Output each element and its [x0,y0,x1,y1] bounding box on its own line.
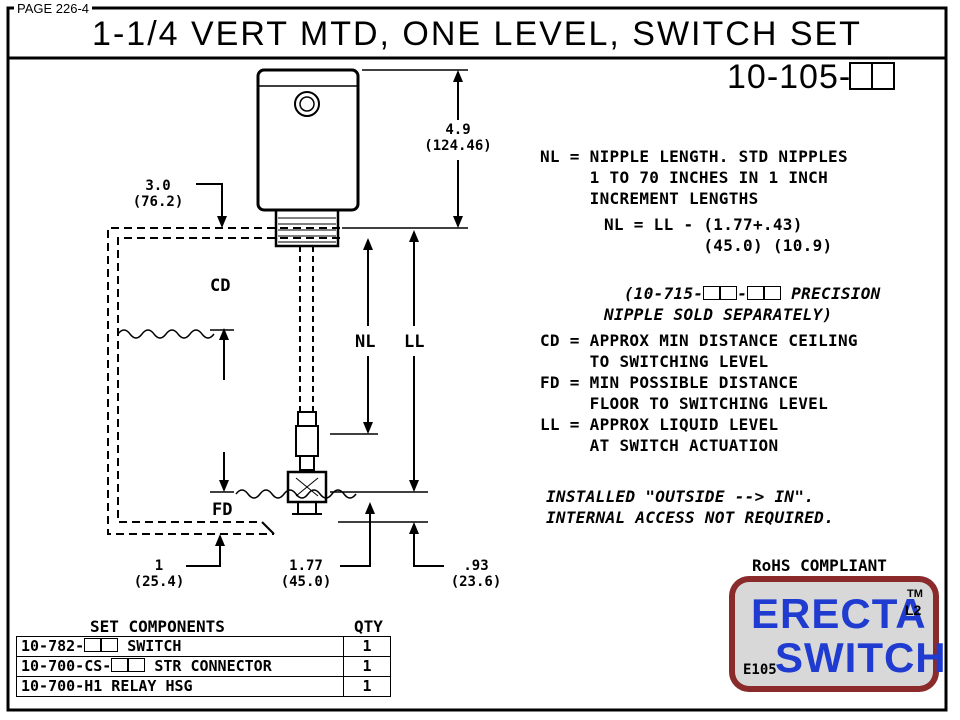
dim-housing-height: 4.9 (124.46) [424,122,492,154]
relay-housing [256,68,360,212]
part-number: 10-105- [727,58,896,97]
ceiling-level-squiggle [117,329,215,339]
dim-floor-min: 1 (25.4) [133,558,185,590]
dim-switch-offset: 1.77 (45.0) [280,558,332,590]
page-title: 1-1/4 VERT MTD, ONE LEVEL, SWITCH SET [92,15,862,53]
note-installed: INSTALLED "OUTSIDE --> IN". INTERNAL ACC… [546,487,835,527]
page-label: PAGE 226-4 [14,1,93,16]
note-formula: NL = LL - (1.77+.43) (45.0) (10.9) [604,215,833,255]
note-ll: LL = APPROX LIQUID LEVEL AT SWITCH ACTUA… [540,415,779,455]
str-connector [297,411,317,427]
dim-ceiling-offset: 3.0 (76.2) [132,178,184,210]
set-components-table: 10-782- SWITCH 1 10-700-CS- STR CONNECTO… [16,636,391,697]
erecta-switch-logo: ERECTA SWITCH TM L2 E105 [729,576,946,692]
housing-port [294,91,320,117]
note-fd: FD = MIN POSSIBLE DISTANCE FLOOR TO SWIT… [540,373,829,413]
label-fd: FD [212,500,233,520]
note-cd: CD = APPROX MIN DISTANCE CEILING TO SWIT… [540,331,858,371]
set-components-header: SET COMPONENTS [90,617,225,636]
table-row: 10-782- SWITCH 1 [16,636,391,657]
dim-bottom-offset: .93 (23.6) [450,558,502,590]
rohs-compliant-label: RoHS COMPLIANT [752,556,887,575]
qty-header: QTY [354,617,383,636]
label-cd: CD [210,276,231,296]
table-row: 10-700-CS- STR CONNECTOR 1 [16,656,391,677]
label-nl: NL [355,332,376,352]
table-row: 10-700-H1 RELAY HSG 1 [16,676,391,697]
switch-level-squiggle [235,489,357,499]
note-nipple-length: NL = NIPPLE LENGTH. STD NIPPLES 1 TO 70 … [540,147,848,208]
label-ll: LL [404,332,425,352]
